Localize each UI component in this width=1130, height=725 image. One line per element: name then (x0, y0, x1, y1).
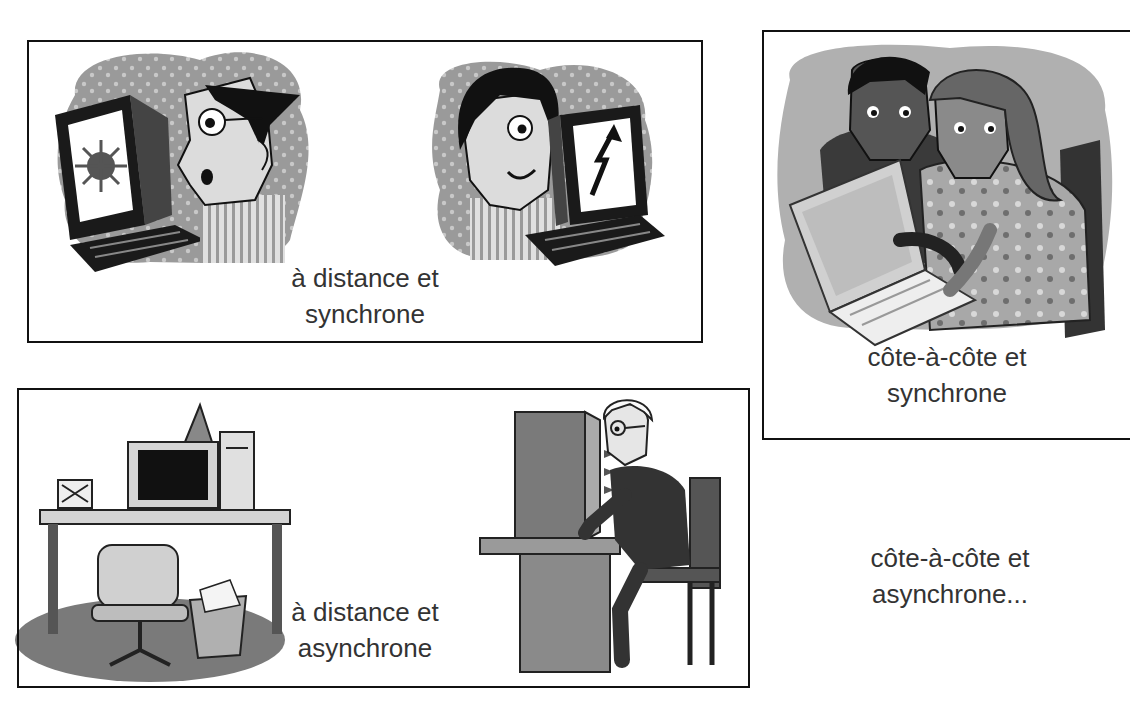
panel-box: à distance et asynchrone (17, 388, 750, 688)
empty-desk (15, 405, 290, 682)
panel-caption: à distance et synchrone (265, 260, 465, 332)
panel-caption: à distance et asynchrone (265, 594, 465, 666)
man-alone-at-desk (480, 400, 720, 672)
panel-caption: côte-à-côte et synchrone (847, 339, 1047, 411)
free-caption: côte-à-côte et asynchrone... (850, 540, 1050, 612)
woman-at-computer (432, 62, 665, 266)
panel-box: à distance et synchrone (27, 40, 703, 343)
couple-at-laptop (777, 45, 1112, 345)
panel-box: côte-à-côte et synchrone (762, 30, 1130, 440)
man-at-computer (55, 52, 309, 272)
